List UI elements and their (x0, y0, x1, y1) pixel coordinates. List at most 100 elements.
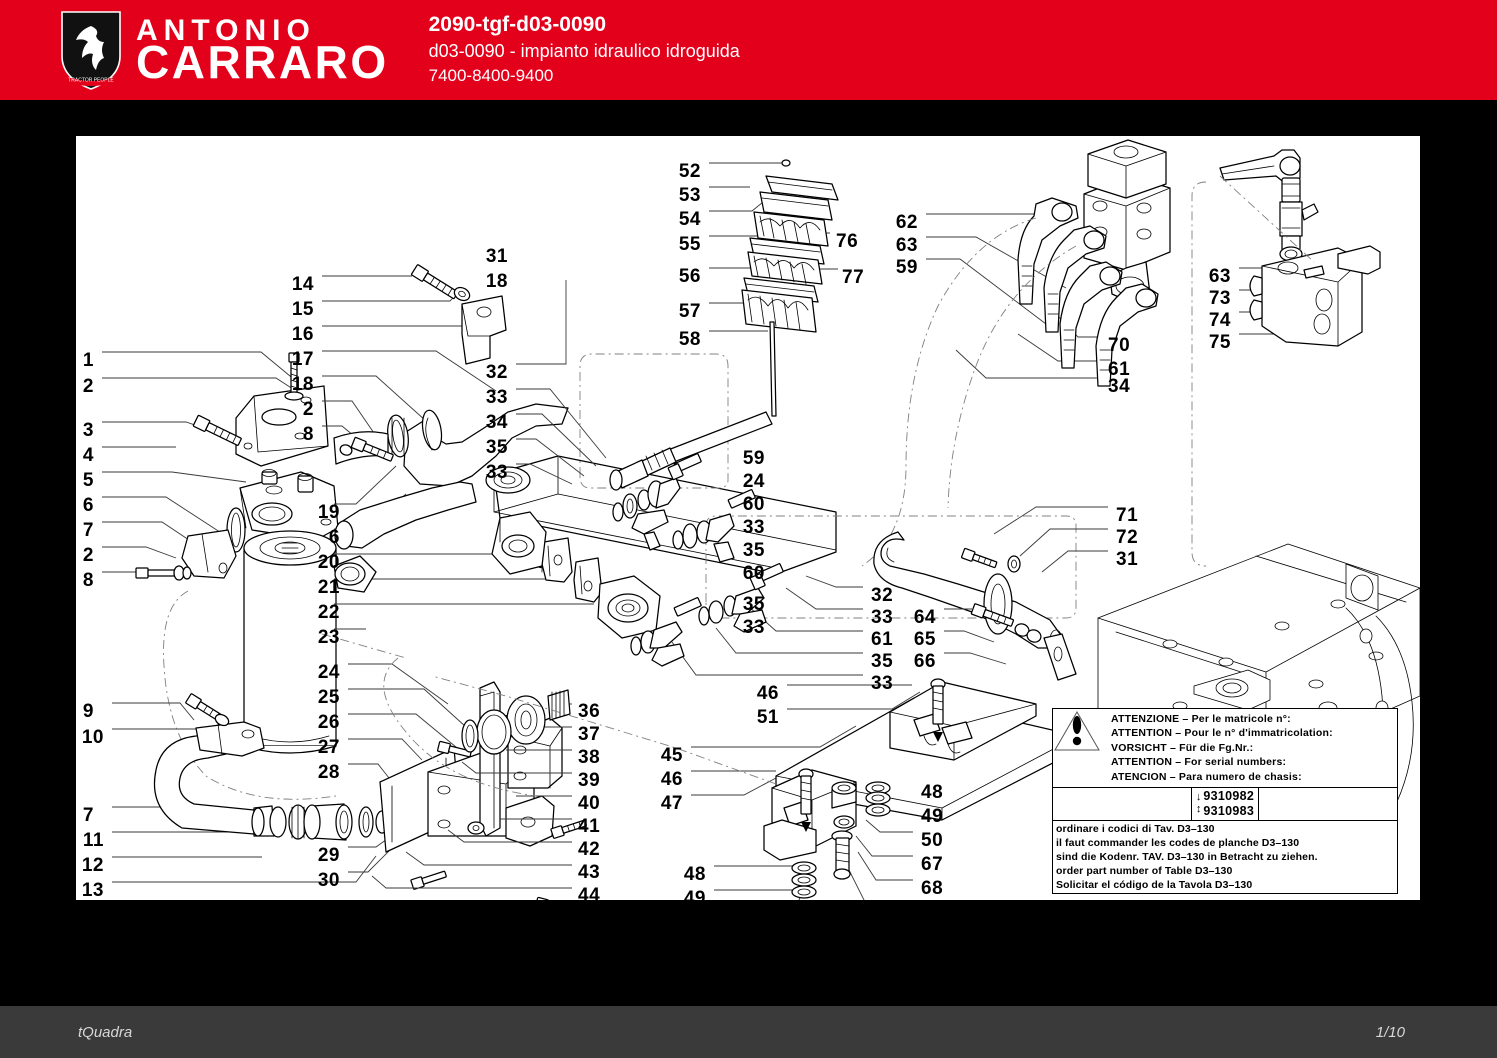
callout-number: 57 (678, 301, 701, 322)
callout-number: 75 (1208, 332, 1231, 353)
callout-number: 64 (913, 607, 936, 628)
callout-number: 35 (742, 540, 765, 561)
callout-number: 60 (742, 494, 765, 515)
callout-number: 52 (678, 161, 701, 182)
callout-number: 60 (742, 563, 765, 584)
page-header: TRACTOR PEOPLE ANTONIO CARRARO 2090-tgf-… (0, 0, 1497, 100)
callout-number: 31 (1116, 549, 1139, 570)
callout-number: 45 (660, 745, 683, 766)
attn-note-es: Solicitar el código de la Tavola D3–130 (1056, 878, 1253, 891)
callout-number: 65 (913, 629, 936, 650)
callout-number: 43 (578, 862, 601, 883)
callout-number: 41 (578, 816, 601, 837)
callout-number: 50 (921, 830, 944, 851)
technical-drawing-sheet: .ln { fill:none; stroke:#000; stroke-wid… (76, 136, 1420, 900)
serial-arrow-icons: ↓↕ (1195, 791, 1202, 815)
callout-number: 49 (683, 888, 706, 900)
callout-number: 38 (578, 747, 601, 768)
callout-number: 22 (317, 602, 340, 623)
callout-number: 37 (578, 724, 601, 745)
callout-number: 48 (921, 782, 944, 803)
callout-number: 2 (82, 376, 94, 397)
callout-number: 32 (485, 362, 508, 383)
attn-line-es: ATENCION – Para numero de chasis: (1111, 770, 1302, 783)
callout-number: 33 (871, 673, 894, 694)
callout-number: 72 (1116, 527, 1139, 548)
callout-number: 73 (1208, 288, 1231, 309)
attn-note-it: ordinare i codici di Tav. D3–130 (1056, 823, 1215, 835)
exploded-parts-drawing: .ln { fill:none; stroke:#000; stroke-wid… (102, 139, 1420, 900)
callout-number: 59 (742, 448, 765, 469)
callout-number: 71 (1116, 505, 1139, 526)
callout-number: 33 (742, 617, 765, 638)
callout-number: 10 (81, 727, 104, 748)
warning-triangle-icon (1053, 709, 1107, 787)
brand-line-1: ANTONIO (136, 14, 316, 48)
callout-number: 54 (678, 209, 701, 230)
callout-number: 46 (660, 769, 683, 790)
document-description: d03-0090 - impianto idraulico idroguida (428, 41, 740, 62)
callout-number: 29 (317, 845, 340, 866)
callout-number: 33 (485, 387, 508, 408)
callout-number: 7 (82, 520, 94, 541)
carraro-shield-logo-icon: TRACTOR PEOPLE (60, 8, 122, 92)
serial-range: ↓↕ 9310982 9310983 (1190, 788, 1260, 820)
callout-number: 61 (1108, 359, 1131, 380)
callout-number: 12 (81, 855, 104, 876)
callout-number: 35 (485, 437, 508, 458)
callout-number: 2 (302, 399, 314, 420)
callout-number: 59 (895, 257, 918, 278)
callout-number: 16 (291, 324, 314, 345)
brand-wordmark: ANTONIO CARRARO (136, 14, 389, 89)
attn-line-fr: ATTENTION – Pour le n° d'immatricolation… (1111, 727, 1333, 740)
callout-number: 63 (1208, 266, 1231, 287)
callout-number: 44 (578, 885, 601, 900)
attention-top-row: ATTENZIONE – Per le matricole n°: ATTENT… (1053, 709, 1397, 788)
callout-number: 9 (82, 701, 94, 722)
callout-number: 24 (317, 662, 340, 683)
attention-notice-box: ATTENZIONE – Per le matricole n°: ATTENT… (1052, 708, 1398, 894)
callout-number: 58 (678, 329, 701, 350)
callout-number: 11 (82, 830, 104, 851)
attention-note-lines: ordinare i codici di Tav. D3–130 il faut… (1053, 821, 1397, 893)
callout-number: 61 (871, 629, 894, 650)
callout-number: 30 (317, 870, 340, 891)
callout-number: 76 (836, 231, 859, 252)
attn-note-de: sind die Kodenr. TAV. D3–130 in Betracht… (1056, 850, 1318, 863)
callout-number: 70 (1108, 335, 1131, 356)
callout-number: 6 (82, 495, 94, 516)
footer-page-number: 1/10 (1375, 1023, 1405, 1041)
callout-number: 74 (1208, 310, 1231, 331)
callout-number: 8 (302, 424, 314, 445)
callout-number: 49 (921, 806, 944, 827)
callout-number: 18 (291, 374, 314, 395)
callout-number: 21 (317, 577, 340, 598)
callout-number: 19 (317, 502, 340, 523)
callout-number: 27 (317, 737, 340, 758)
brand-line-2: CARRARO (136, 36, 389, 89)
svg-text:TRACTOR PEOPLE: TRACTOR PEOPLE (68, 78, 114, 84)
serial-to: 9310983 (1203, 804, 1255, 818)
callout-number: 36 (578, 701, 601, 722)
document-models: 7400-8400-9400 (428, 66, 554, 86)
callout-number: 17 (291, 349, 314, 370)
callout-number: 8 (82, 570, 94, 591)
document-code: 2090-tgf-d03-0090 (428, 12, 607, 36)
callout-number: 7 (82, 805, 94, 826)
callout-number: 33 (742, 517, 765, 538)
callout-number: 25 (317, 687, 340, 708)
callout-number: 28 (317, 762, 340, 783)
callout-number: 42 (578, 839, 601, 860)
attention-language-lines: ATTENZIONE – Per le matricole n°: ATTENT… (1107, 709, 1333, 787)
serial-from: 9310982 (1203, 789, 1255, 804)
callout-number: 62 (895, 212, 918, 233)
page-footer: tQuadra 1/10 (0, 1006, 1497, 1058)
document-title-block: 2090-tgf-d03-0090 d03-0090 - impianto id… (429, 11, 740, 89)
callout-number: 46 (756, 683, 779, 704)
callout-number: 56 (678, 266, 701, 287)
callout-number: 51 (756, 707, 779, 728)
callout-number: 14 (291, 274, 314, 295)
callout-number: 4 (82, 445, 94, 466)
attn-line-en: ATTENTION – For serial numbers: (1111, 756, 1287, 769)
